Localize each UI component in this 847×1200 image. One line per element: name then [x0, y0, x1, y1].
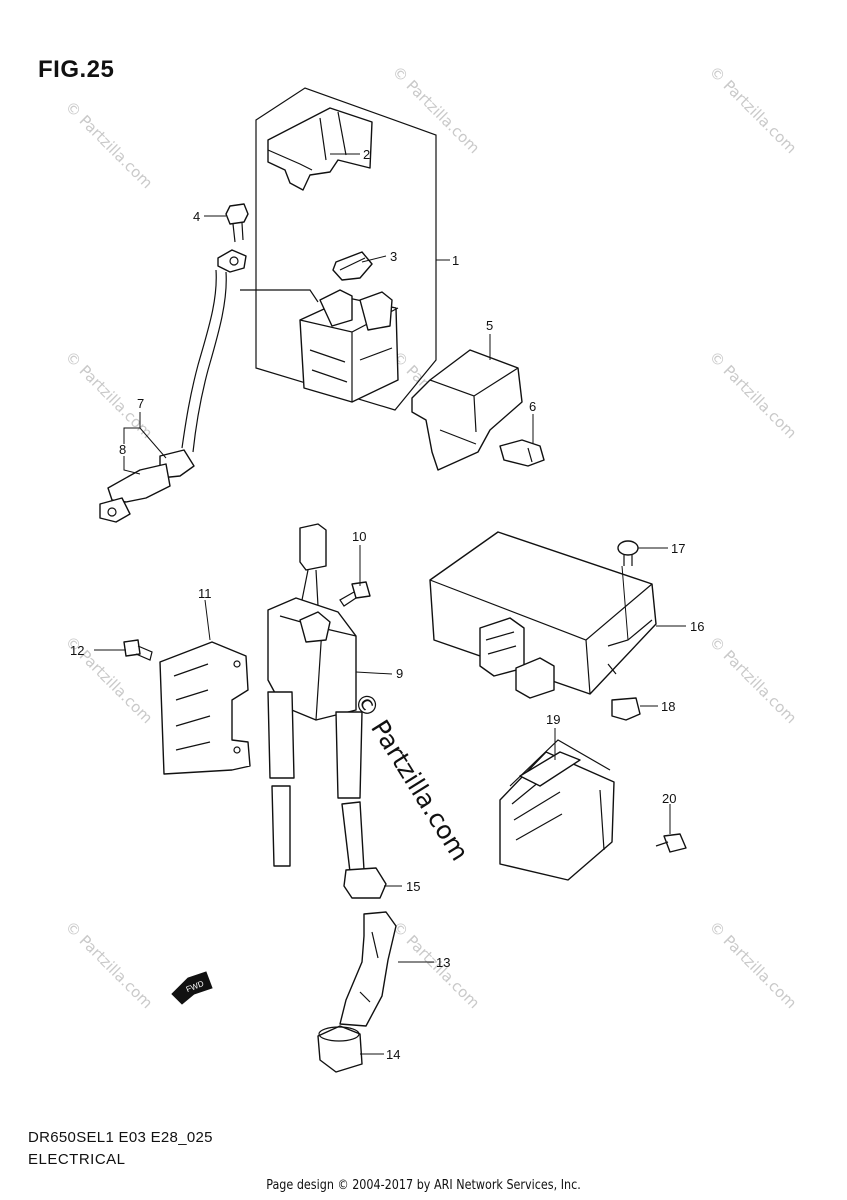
callout-9: 9: [396, 666, 403, 681]
callout-3: 3: [390, 249, 397, 264]
bolt-12: [123, 639, 153, 661]
relay-bracket: [411, 349, 523, 471]
ht-lead-left: [267, 691, 295, 867]
bolt-6: [499, 439, 545, 467]
relay-group-outline: [255, 87, 437, 411]
screw-17: [617, 540, 639, 566]
plug-boot: [317, 1025, 363, 1073]
callout-4: 4: [193, 209, 200, 224]
relay-cover: [267, 107, 373, 191]
callout-5: 5: [486, 318, 493, 333]
callout-19: 19: [546, 712, 560, 727]
callout-10: 10: [352, 529, 366, 544]
ht-lead-right: [335, 711, 365, 873]
section-title: ELECTRICAL: [28, 1151, 126, 1168]
callout-7: 7: [137, 396, 144, 411]
figure-title: FIG.25: [38, 56, 115, 83]
cable-7: [181, 249, 319, 453]
regulator-rectifier: [499, 739, 615, 881]
callout-20: 20: [662, 791, 676, 806]
starter-relay: [299, 289, 399, 403]
callout-1: 1: [452, 253, 459, 268]
callout-18: 18: [661, 699, 675, 714]
bolt-4: [225, 203, 249, 243]
callout-17: 17: [671, 541, 685, 556]
fuse: [332, 251, 373, 281]
callout-16: 16: [690, 619, 704, 634]
copyright-notice: Page design © 2004-2017 by ARI Network S…: [266, 1178, 581, 1193]
grommet-18: [611, 697, 641, 721]
callout-13: 13: [436, 955, 450, 970]
callout-11: 11: [198, 586, 212, 601]
callout-2: 2: [363, 147, 370, 162]
callout-8: 8: [119, 442, 126, 457]
spark-plug-cap: [339, 911, 397, 1027]
bolt-10: [339, 581, 371, 607]
callout-15: 15: [406, 879, 420, 894]
callout-12: 12: [70, 643, 84, 658]
ignition-coil: [267, 597, 357, 721]
coil-bracket: [159, 641, 251, 775]
callout-6: 6: [529, 399, 536, 414]
callout-14: 14: [386, 1047, 400, 1062]
terminal-boot-8: [99, 449, 195, 523]
model-code: DR650SEL1 E03 E28_025: [28, 1129, 213, 1146]
fwd-direction-arrow: FWD: [171, 971, 213, 1005]
igniter-unit: [429, 531, 657, 699]
plug-seal: [343, 867, 387, 899]
coil-connector: [299, 523, 327, 607]
bolt-20: [655, 833, 687, 853]
